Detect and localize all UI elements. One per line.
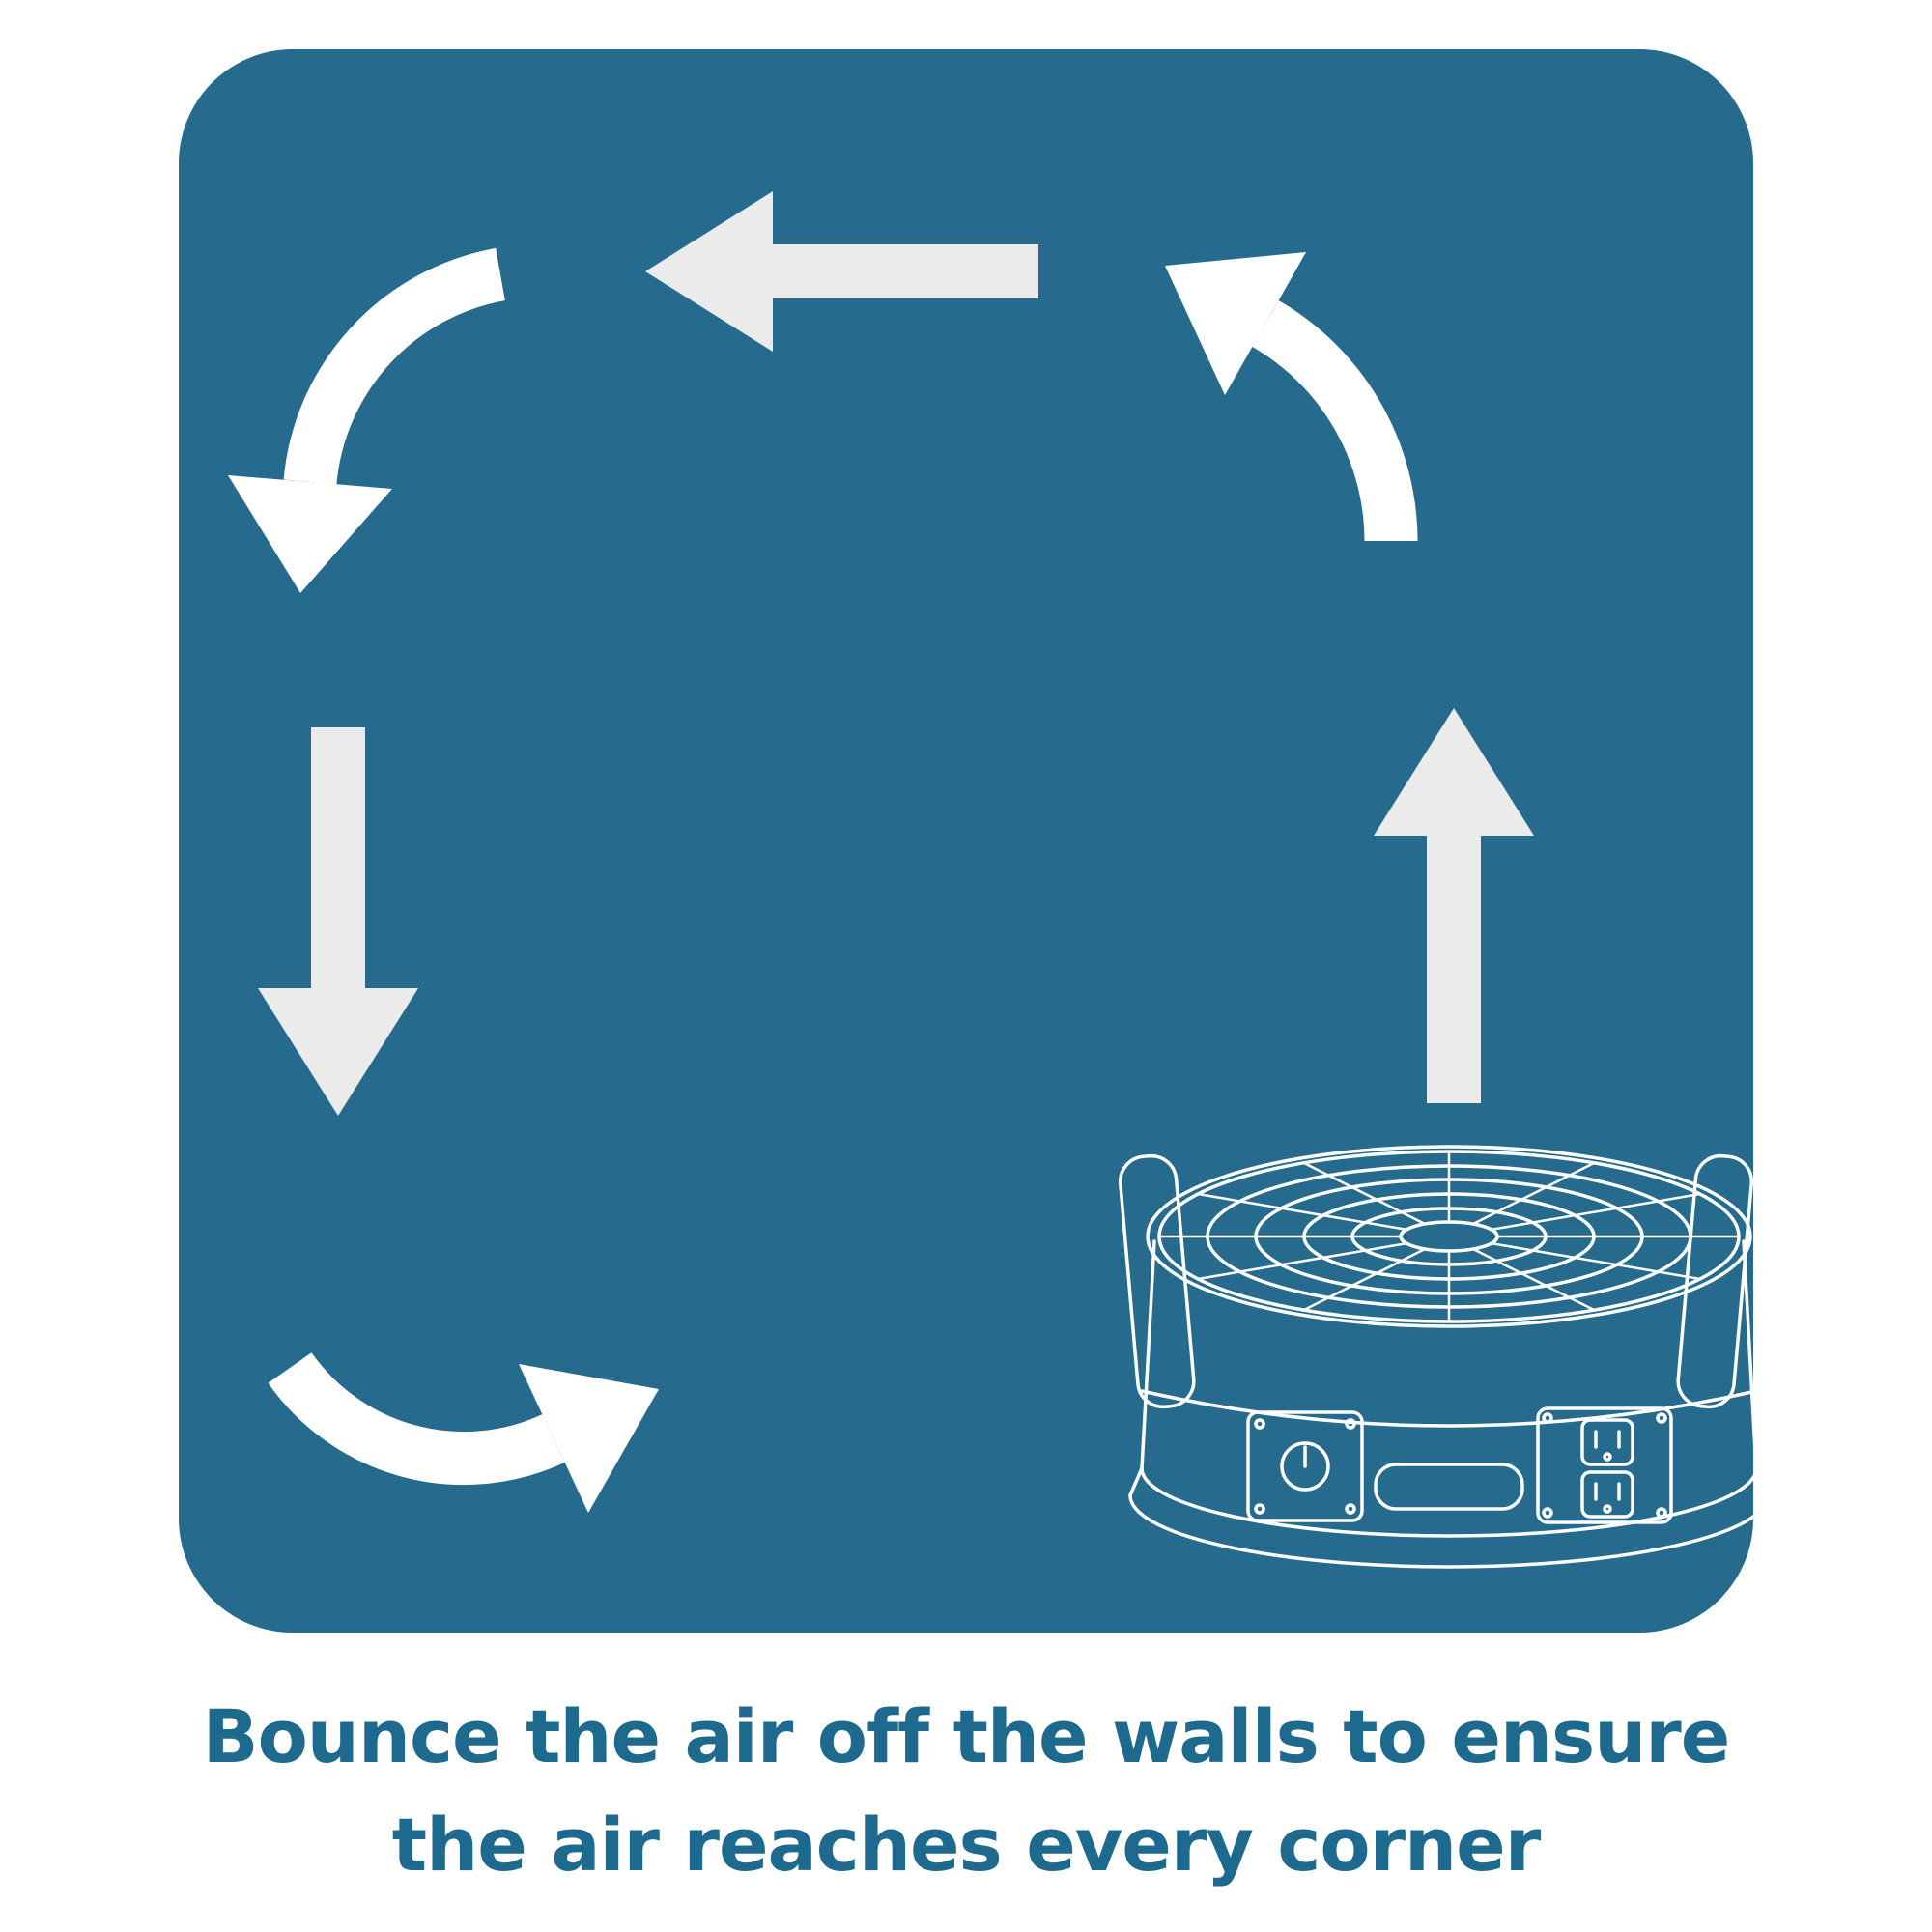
- fan-front-handle: [1374, 1463, 1524, 1511]
- fan-control-panel: [1246, 1410, 1364, 1522]
- fan-grill: [1146, 1145, 1752, 1328]
- arrow-up-icon: [1374, 708, 1534, 1103]
- curved-arrow-bottom-left-icon: [268, 1351, 659, 1513]
- arrow-down-icon: [258, 727, 418, 1116]
- curved-arrow-top-left-icon: [228, 247, 506, 593]
- fan-grill-spokes: [1157, 1150, 1741, 1323]
- caption-line-1: Bounce the air off the walls to ensure: [202, 1693, 1731, 1779]
- caption: Bounce the air off the walls to ensure t…: [0, 1683, 1932, 1899]
- fan-body: [1128, 1239, 1770, 1569]
- caption-line-2: the air reaches every corner: [391, 1802, 1541, 1888]
- fan-speed-knob: [1280, 1441, 1330, 1492]
- air-mover-fan-illustration: [1118, 1145, 1770, 1569]
- arrow-left-icon: [645, 191, 1038, 352]
- fan-right-handle: [1676, 1153, 1754, 1409]
- curved-arrow-top-right-icon: [1165, 252, 1418, 542]
- fan-outlet-panel: [1536, 1406, 1673, 1524]
